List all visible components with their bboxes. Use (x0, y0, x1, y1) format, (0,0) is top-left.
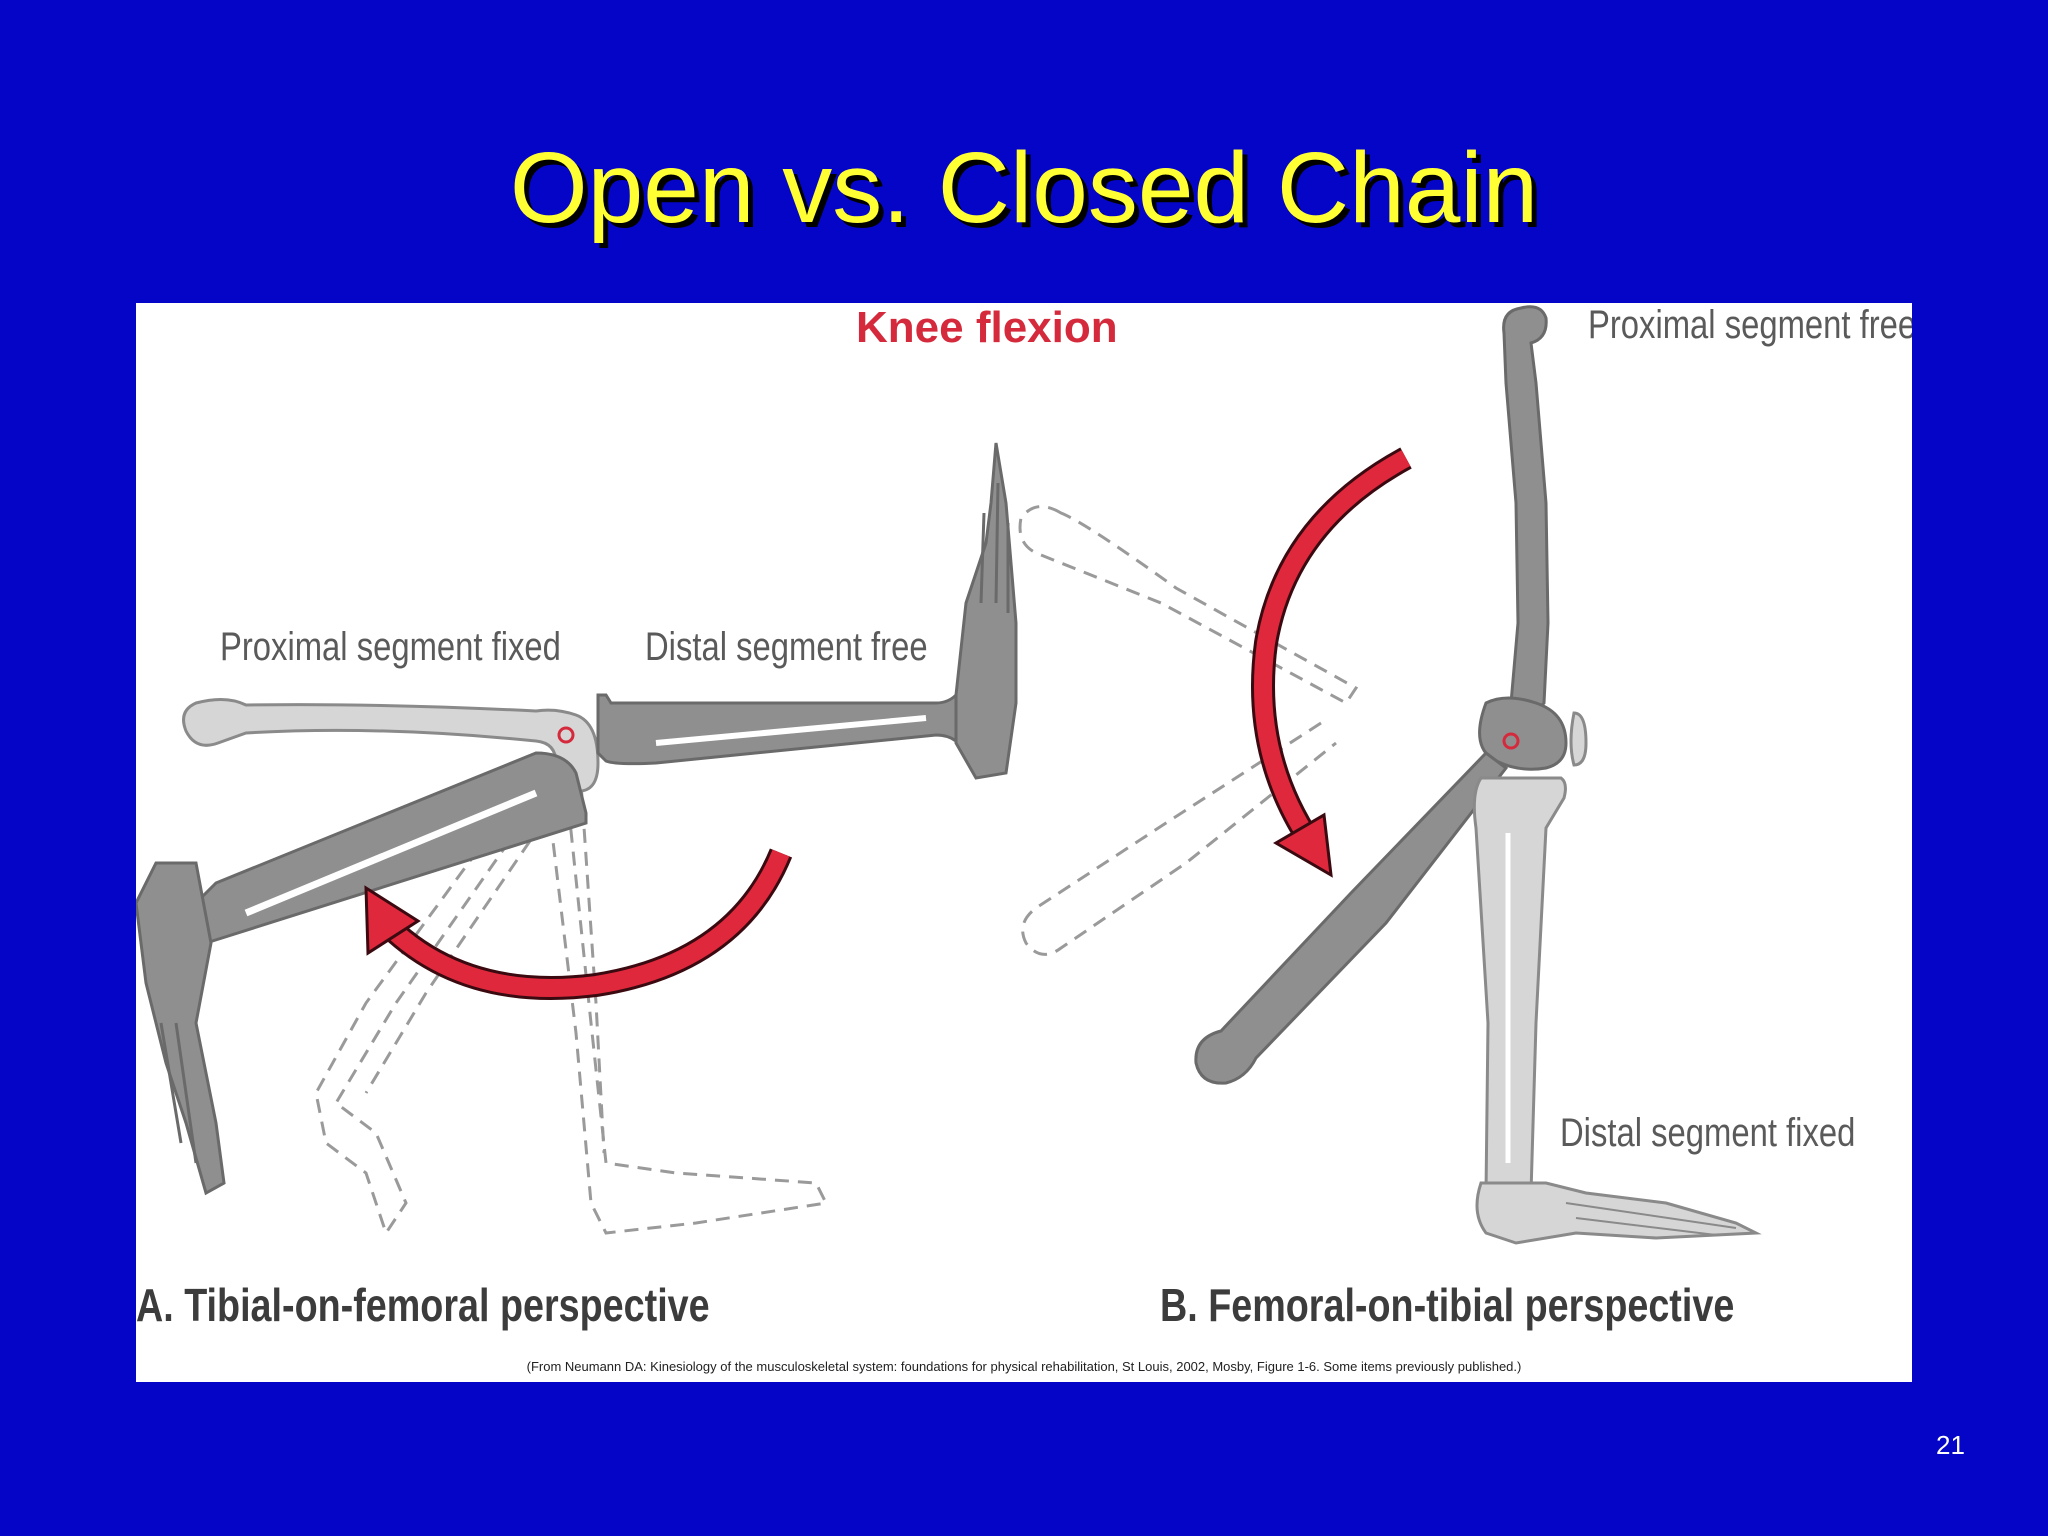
knee-axis-icon (1502, 732, 1520, 750)
slide-title: Open vs. Closed Chain (509, 132, 1539, 244)
panel-a-label-proximal: Proximal segment fixed (220, 625, 561, 669)
panel-a-caption: A. Tibial-on-femoral perspective (136, 1279, 710, 1331)
figure-credit: (From Neumann DA: Kinesiology of the mus… (526, 1359, 1522, 1374)
panel-a-illustration (136, 442, 1018, 1237)
panel-b-illustration (1018, 305, 1762, 1245)
panel-b-label-distal: Distal segment fixed (1560, 1111, 1856, 1155)
patella (1569, 711, 1588, 767)
panel-a-curved-arrow-icon (364, 848, 793, 1000)
panel-a-label-distal: Distal segment free (645, 625, 928, 669)
panel-b-curved-arrow-icon (1251, 447, 1412, 878)
knee-flexion-figure: Knee flexion Proximal segment fixed Dist… (136, 303, 1912, 1382)
panel-b-label-proximal: Proximal segment free (1588, 303, 1912, 347)
panel-b-femur (1194, 305, 1588, 1085)
figure-heading: Knee flexion (856, 303, 1118, 352)
panel-a-tibia-flexed (136, 751, 588, 1196)
slide-number: 21 (1936, 1430, 1965, 1460)
panel-b-tibia (1472, 776, 1762, 1245)
panel-a-ghost-leg (314, 782, 829, 1237)
figure-illustration (136, 305, 1762, 1245)
panel-a-tibia-extended (596, 442, 1018, 780)
panel-b-caption: B. Femoral-on-tibial perspective (1160, 1279, 1735, 1331)
knee-axis-icon (557, 726, 575, 744)
panel-b-ghost-femur (1018, 505, 1359, 956)
